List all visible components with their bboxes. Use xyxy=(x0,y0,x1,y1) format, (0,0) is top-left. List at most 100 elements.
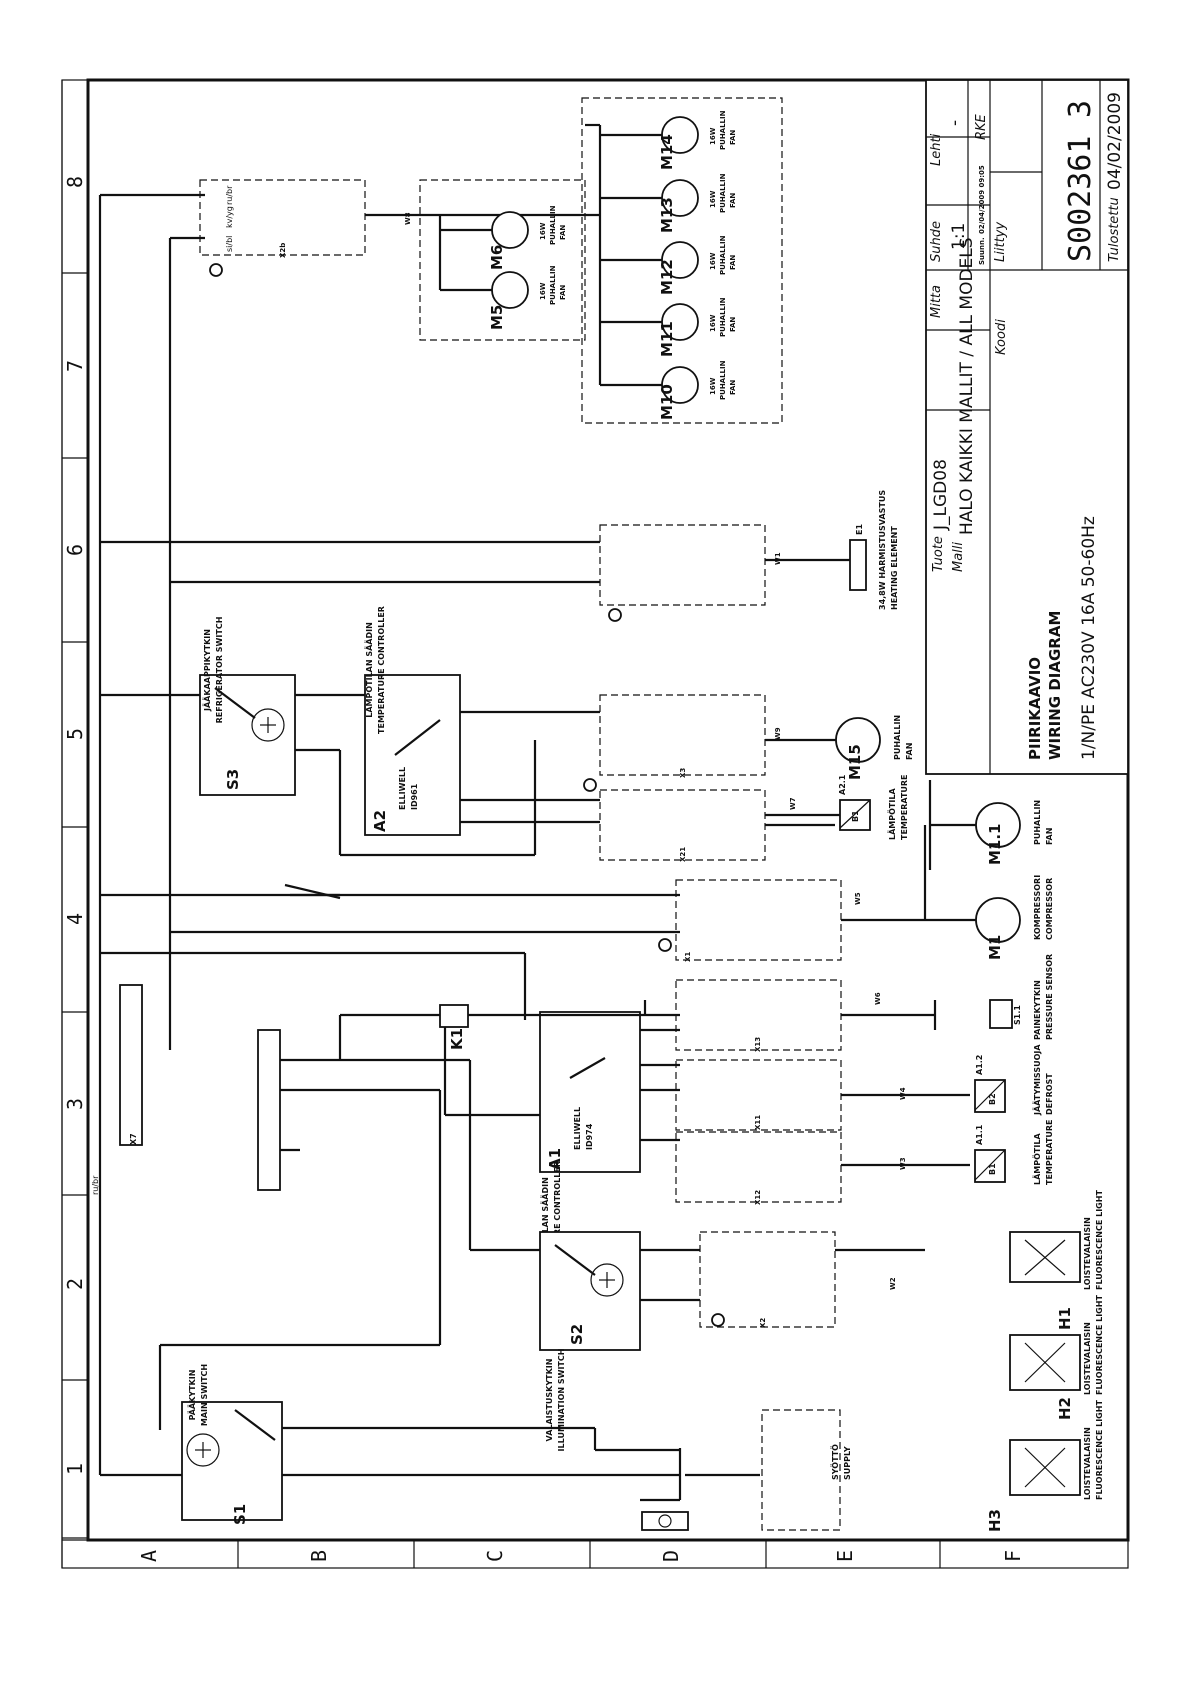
E1-label-fi: 34,8W HARMISTUSVASTUS xyxy=(878,490,887,610)
zone-labels: 1 2 3 4 5 6 7 8 A B C D E F xyxy=(63,176,1025,1562)
fan-M12-tag: M12 xyxy=(658,259,676,295)
zone-col-7: 7 xyxy=(63,360,87,372)
sensor-B1: A1.1 B1 LÄMPÖTILA TEMPERATURE xyxy=(974,1119,1054,1185)
relay-K1: K1 xyxy=(284,883,680,1117)
M1-label-fi: KOMPRESSORI xyxy=(1033,875,1042,940)
fan-M11-tag: M11 xyxy=(658,321,676,357)
fan-M6-power: 16W xyxy=(539,222,547,240)
suunn-label: Suunn. xyxy=(978,237,986,265)
fan-M13-fi: PUHALLIN xyxy=(719,173,727,213)
supply-terminal-X0: SYÖTTÖ SUPPLY xyxy=(640,1409,852,1531)
fan-M5-fi: PUHALLIN xyxy=(549,265,557,305)
M1-label-en: COMPRESSOR xyxy=(1045,878,1054,940)
zone-row-E: E xyxy=(833,1550,857,1562)
fan-M5-power: 16W xyxy=(539,282,547,300)
K1-tag: K1 xyxy=(448,1028,466,1050)
fan-M13-tag: M13 xyxy=(658,197,676,233)
fan-motor-M11: M11 16W PUHALLIN FAN xyxy=(658,297,737,357)
fan-M6-en: FAN xyxy=(559,225,567,240)
malli-value: HALO KAIKKI MALLIT / ALL MODELS xyxy=(957,237,977,535)
fan-M14-power: 16W xyxy=(709,127,717,145)
zone-col-4: 4 xyxy=(63,913,87,925)
fan-M1.1: M1.1 PUHALLIN FAN xyxy=(928,780,1054,870)
H2-tag: H2 xyxy=(1056,1397,1074,1420)
fan-M14-tag: M14 xyxy=(658,134,676,170)
S11-tag: S1.1 xyxy=(1013,1005,1022,1025)
S1-label-fi: PÄÄKYTKIN xyxy=(187,1370,197,1421)
malli-label: Malli xyxy=(951,542,966,572)
fan-M10-power: 16W xyxy=(709,377,717,395)
M11-tag: M1.1 xyxy=(986,824,1004,866)
wire-color-labels: ru/br kv/yg si/bl ru/br xyxy=(91,185,234,1195)
fan-M11-en: FAN xyxy=(729,317,737,332)
wire-color-br: ru/br xyxy=(225,185,234,205)
S11-label-fi: PAINEKYTKIN xyxy=(1033,980,1042,1040)
B2-tag: B2 xyxy=(988,1093,997,1105)
temp-controller-A1: A1 ELLIWELL ID974 LÄMPÖTILAN SÄÄDIN TEMP… xyxy=(468,1000,680,1289)
A1-brand: ELLIWELL xyxy=(573,1107,582,1150)
M15-label-fi: PUHALLIN xyxy=(893,715,902,760)
X0-label-en: SUPPLY xyxy=(843,1446,852,1480)
zone-frame xyxy=(61,78,1130,1569)
S11-label-en: PRESSURE SENSOR xyxy=(1045,954,1054,1040)
A1-tag: A1 xyxy=(546,1148,564,1170)
cable-W3: W3 xyxy=(899,1157,907,1170)
M15-tag: M15 xyxy=(846,744,864,780)
S1-label-en: MAIN SWITCH xyxy=(200,1364,209,1426)
heating-element-E1: E1 34,8W HARMISTUSVASTUS HEATING ELEMENT xyxy=(790,490,899,610)
fluorescent-light-H2: H2 LOISTEVALAISIN FLUORESCENCE LIGHT xyxy=(1009,1295,1104,1420)
fan-M10-tag: M10 xyxy=(658,384,676,420)
fan-M11-power: 16W xyxy=(709,314,717,332)
fan-group-wiring xyxy=(438,125,662,387)
fan-M12-en: FAN xyxy=(729,255,737,270)
fan-motor-M10: M10 16W PUHALLIN FAN xyxy=(658,360,737,420)
diagram-title-fi: PIIRIKAAVIO xyxy=(1026,657,1044,760)
fan-motor-M13: M13 16W PUHALLIN FAN xyxy=(658,173,737,233)
connector-X13: X13 xyxy=(754,1037,762,1052)
fan-M6-tag: M6 xyxy=(488,245,506,270)
S3-label-en: REFRIGERATOR SWITCH xyxy=(215,617,224,724)
fan-M11-fi: PUHALLIN xyxy=(719,297,727,337)
fan-motor-M12: M12 16W PUHALLIN FAN xyxy=(658,235,737,295)
compressor-M1: M1 KOMPRESSORI COMPRESSOR xyxy=(923,825,1054,960)
main-switch-S1: S1 PÄÄKYTKIN MAIN SWITCH xyxy=(158,1090,680,1525)
sheet-number: 3 xyxy=(1063,100,1098,118)
connector-X21: X21 xyxy=(679,847,687,862)
tulostettu-value: 04/02/2009 xyxy=(1105,92,1125,190)
zone-col-8: 8 xyxy=(63,176,87,188)
B2-ref: A1.2 xyxy=(975,1055,984,1075)
connector-X2b: X2b xyxy=(279,243,287,258)
refrigerator-switch-S3: S3 JÄÄKAAPPIKYTKIN REFRIGERATOR SWITCH xyxy=(199,617,365,796)
M11-label-en: FAN xyxy=(1045,828,1054,845)
B1b-ref: A2.1 xyxy=(838,774,847,795)
cable-W6: W6 xyxy=(874,992,882,1005)
tuote-value: J_LGD08 xyxy=(931,459,951,531)
fan-motor-M14: M14 16W PUHALLIN FAN xyxy=(658,110,737,170)
zone-row-F: F xyxy=(1001,1550,1025,1562)
A2-brand: ELLIWELL xyxy=(398,767,407,810)
H3-label-en: FLUORESCENCE LIGHT xyxy=(1095,1400,1104,1500)
fan-M12-fi: PUHALLIN xyxy=(719,235,727,275)
M1-tag: M1 xyxy=(986,935,1004,960)
fluorescent-light-H3: H3 LOISTEVALAISIN FLUORESCENCE LIGHT xyxy=(986,1400,1104,1532)
drawing-number: S002361 xyxy=(1063,136,1098,262)
S1-tag: S1 xyxy=(231,1504,249,1525)
A1-model: ID974 xyxy=(585,1123,594,1150)
fan-M10-en: FAN xyxy=(729,380,737,395)
lehti-value: - xyxy=(945,120,965,126)
wire-color-bl: si/bl xyxy=(225,236,234,252)
A1-label-fi: LÄMPÖTILAN SÄÄDIN xyxy=(540,1177,550,1273)
supply-spec: 1/N/PE AC230V 16A 50-60Hz xyxy=(1079,516,1099,760)
B1b-label-en: TEMPERATURE xyxy=(900,774,909,840)
suhde-value: 1:1 xyxy=(949,223,969,250)
H1-label-en: FLUORESCENCE LIGHT xyxy=(1095,1190,1104,1290)
connector-X11: X11 xyxy=(754,1115,762,1130)
fan-M6-fi: PUHALLIN xyxy=(549,205,557,245)
fan-M5-tag: M5 xyxy=(488,305,506,330)
fan-M14-en: FAN xyxy=(729,130,737,145)
B2-label-fi: JÄÄTYMISSUOJA xyxy=(1032,1044,1042,1116)
cable-W5: W5 xyxy=(854,892,862,905)
A2-label-en: TEMPERATURE CONTROLLER xyxy=(377,606,386,734)
B1-label-en: TEMPERATURE xyxy=(1045,1119,1054,1185)
fan-M5-en: FAN xyxy=(559,285,567,300)
